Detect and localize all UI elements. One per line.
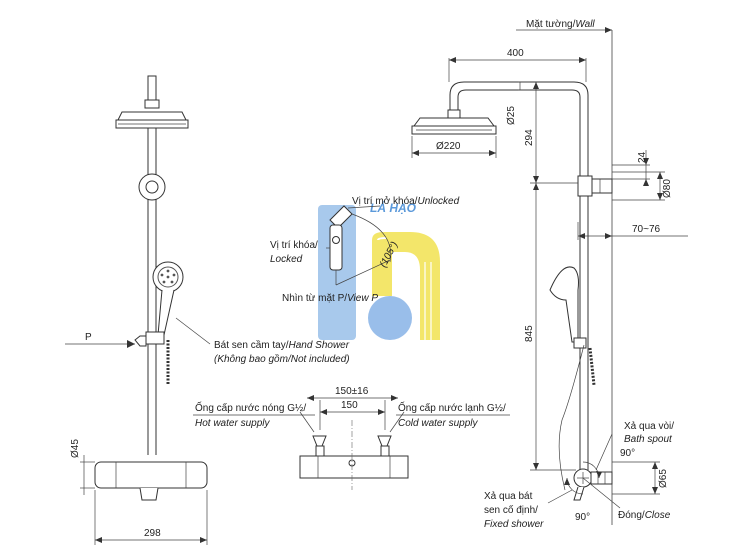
fixed-label-vi-2: sen cố định/ <box>484 504 538 516</box>
dim-arm-height: 294 <box>524 129 535 146</box>
cold-supply-label-en: Cold water supply <box>398 418 478 429</box>
spout-label-en: Bath spout <box>624 434 673 445</box>
front-view: P Ø45 298 <box>65 75 211 545</box>
hot-supply-label-en: Hot water supply <box>195 418 270 429</box>
angle-fixed: 90° <box>575 512 590 523</box>
dim-valve-diameter: Ø65 <box>658 469 669 488</box>
hot-supply-label-vi: Ống cấp nước nóng G½/ <box>195 400 306 414</box>
close-label: Đóng/Close <box>618 510 671 521</box>
dim-inlet-spacing: 150 <box>341 400 358 411</box>
dim-valve-front: Ø45 <box>70 439 81 458</box>
wall-label: Mặt tường/Wall <box>526 19 595 30</box>
spout-label-vi: Xả qua vòi/ <box>624 421 674 432</box>
watermark-text: LÁ HẠO <box>370 200 417 215</box>
locked-label-en: Locked <box>270 254 303 265</box>
hand-shower-label: Bát sen cầm tay/Hand Shower <box>214 339 350 351</box>
locked-label-vi: Vị trí khóa/ <box>270 240 318 251</box>
dim-wall-distance: 70~76 <box>632 224 661 235</box>
dim-overall-width: 298 <box>144 528 161 539</box>
side-view: Mặt tường/Wall 400 Ø25 294 Ø220 <box>411 19 688 525</box>
unlocked-label: Vị trí mở khóa/Unlocked <box>352 195 460 207</box>
dim-pipe-diameter: Ø25 <box>506 106 517 125</box>
dim-head-diameter: Ø220 <box>436 141 461 152</box>
valve-top-view: 150±16 150 <box>299 386 409 490</box>
fixed-label-vi-1: Xả qua bát <box>484 491 533 502</box>
view-p-label: Nhìn từ mặt P/View P <box>282 293 378 304</box>
dim-arm-length: 400 <box>507 48 524 59</box>
view-marker-p: P <box>85 332 92 343</box>
angle-spout: 90° <box>620 448 635 459</box>
cold-supply-label-vi: Ống cấp nước lạnh G½/ <box>398 400 506 414</box>
dim-bracket-offset: 24 <box>637 151 648 163</box>
fixed-label-en: Fixed shower <box>484 519 544 530</box>
not-included-label: (Không bao gồm/Not included) <box>214 353 350 365</box>
dim-bracket-diameter: Ø80 <box>662 179 673 198</box>
dim-rail-height: 845 <box>524 325 535 342</box>
dim-inlet-tolerance: 150±16 <box>335 386 369 397</box>
watermark-logo: LÁ HẠO <box>318 200 440 340</box>
